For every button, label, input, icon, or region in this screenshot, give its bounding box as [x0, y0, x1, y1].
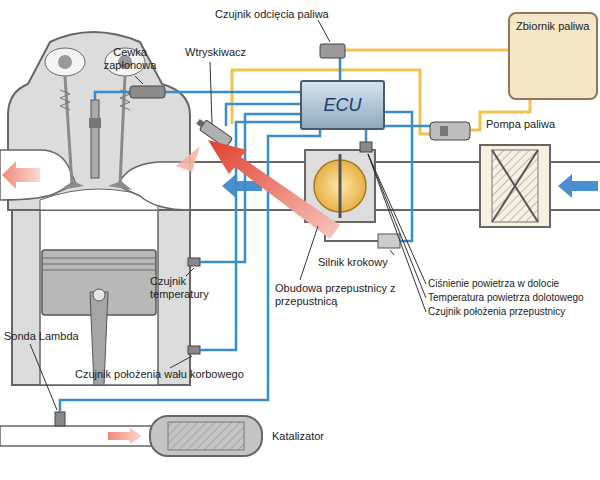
air-filter-cross: [492, 150, 538, 222]
wire: [200, 122, 300, 350]
part-label: Sonda Lambda: [4, 330, 79, 343]
temperature-sensor: [188, 258, 200, 266]
leader-line: [30, 344, 57, 410]
piston-ring: [42, 258, 156, 259]
air-filter-element: [492, 150, 538, 222]
ecu-box: ECU: [300, 80, 385, 130]
throttle-sensor: [360, 142, 372, 152]
cylinder-bore: [40, 205, 158, 385]
piston-ring: [42, 270, 156, 271]
exhaust-arrow: [2, 161, 40, 189]
fuel-tank: Zbiornik paliwa: [508, 12, 598, 100]
part-label: Ciśnienie powietrza w dolocie: [428, 278, 559, 290]
part-label: Katalizator: [272, 430, 324, 443]
fuel-spray: [176, 146, 200, 172]
part-label: Obudowa przepustnicy z przepustnicą: [275, 282, 405, 307]
part-label: Wtryskiwacz: [185, 46, 246, 59]
wire: [385, 125, 430, 128]
ignition-coil: [130, 86, 165, 98]
air-filter: [480, 145, 550, 227]
fuel-pump: [430, 122, 470, 140]
airflow-arrow: [558, 174, 598, 198]
exhaust-port: [0, 150, 76, 200]
leader-line: [186, 268, 194, 276]
piston-pin: [93, 289, 105, 301]
part-label: Cewka zapłonowa: [95, 46, 165, 71]
fuel-cutoff-sensor: [320, 44, 345, 58]
wire: [95, 92, 300, 100]
leader-line: [300, 226, 318, 280]
leader-line: [170, 356, 192, 368]
node-text: Zbiornik paliwa: [516, 20, 590, 32]
flow-arrow: [208, 140, 340, 239]
part-label: Czujnik położenia wału korbowego: [75, 368, 244, 381]
spark-plug-nut: [89, 118, 101, 128]
part-label: Czujnik położenia przepustnicy: [428, 306, 565, 318]
part-label: Czujnik temperatury: [150, 275, 230, 300]
node-text: ECU: [323, 95, 361, 116]
intake-port: [118, 162, 190, 210]
valve-head: [108, 181, 132, 190]
leader-line: [390, 250, 394, 255]
piston-ring: [42, 264, 156, 265]
part-label: Temperatura powietrza dolotowego: [428, 292, 584, 304]
catalyst: [150, 416, 262, 456]
wire: [365, 130, 368, 142]
fuel-pump-motor: [440, 126, 448, 136]
part-label: Silnik krokowy: [318, 256, 388, 269]
crankshaft-sensor: [188, 346, 200, 354]
part-label: Czujnik odcięcia paliwa: [215, 8, 329, 21]
stepper-motor: [378, 234, 400, 248]
part-label: Pompa paliwa: [486, 118, 555, 131]
cam: [58, 55, 72, 69]
exhaust-arrow: [108, 428, 142, 444]
camshaft: [45, 48, 85, 76]
wire: [339, 58, 342, 80]
fuel-line: [345, 49, 508, 52]
wire: [60, 130, 320, 412]
lambda-sensor: [55, 412, 65, 426]
throttle-shaft: [339, 154, 342, 218]
exhaust-pipe: [0, 426, 152, 446]
fuel-line: [232, 70, 430, 134]
valve-spring: [60, 90, 70, 110]
leader-line: [368, 154, 426, 298]
leader-line: [135, 76, 143, 84]
leader-line: [318, 20, 330, 42]
air-filter-cross: [492, 150, 538, 222]
valve-head: [60, 181, 84, 190]
catalyst-core: [168, 422, 244, 450]
spark-plug: [91, 100, 99, 178]
leader-line: [210, 62, 212, 124]
